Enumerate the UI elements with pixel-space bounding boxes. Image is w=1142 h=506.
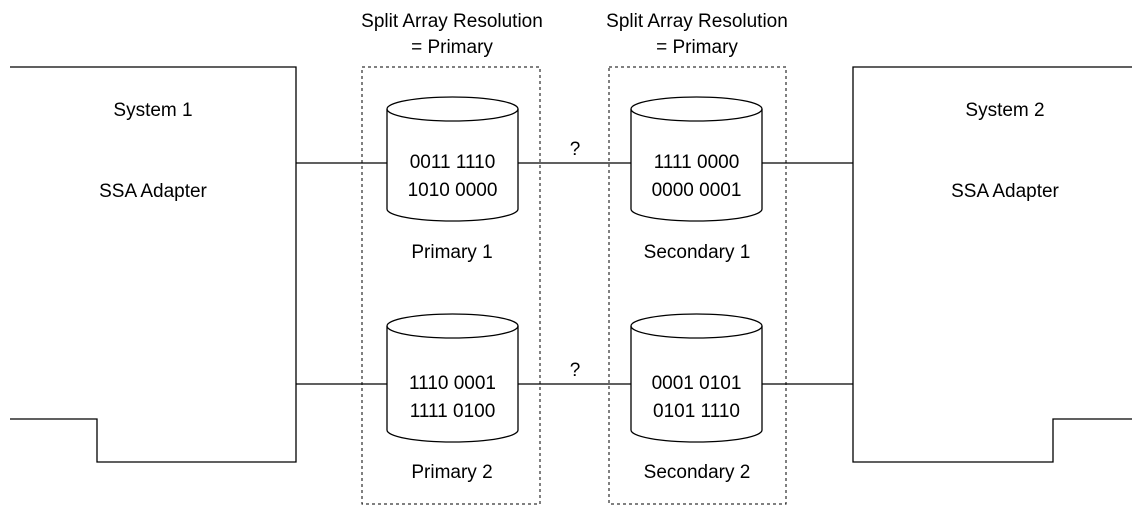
link-bottom-question-mark: ? [570,360,581,381]
secondary-group-box [608,66,787,505]
disk-secondary2-body [630,326,763,443]
secondary-group-label-line1: Split Array Resolution [606,11,788,32]
link-top-question-mark: ? [570,139,581,160]
system1-title: System 1 [113,100,192,121]
disk-primary1-name: Primary 1 [411,242,492,263]
disk-primary2-top [386,313,519,339]
primary-group-box [361,66,541,505]
primary-group-label-line1: Split Array Resolution [361,11,543,32]
system2-title: System 2 [965,100,1044,121]
disk-primary1-bits-line1: 0011 1110 [410,152,496,173]
disk-primary2: 1110 0001 1111 0100 [386,313,519,443]
disk-primary1-body [386,109,519,222]
disk-secondary1-top [630,96,763,122]
disk-secondary2-name: Secondary 2 [644,462,751,483]
disk-secondary2: 0001 0101 0101 1110 [630,313,763,443]
system1-adapter-label: SSA Adapter [99,181,207,202]
primary-group-label-line2: = Primary [411,37,493,58]
system2-box [852,66,1132,463]
disk-primary1-bits-line2: 1010 0000 [408,180,498,201]
disk-secondary1-bits-line1: 1111 0000 [654,152,740,173]
disk-secondary1: 1111 0000 0000 0001 [630,96,763,222]
disk-primary2-name: Primary 2 [411,462,492,483]
disk-secondary2-top [630,313,763,339]
disk-secondary1-bits-line2: 0000 0001 [652,180,742,201]
disk-primary1-top [386,96,519,122]
secondary-group-label-line2: = Primary [656,37,738,58]
disk-primary2-bits-line1: 1110 0001 [409,373,496,394]
disk-secondary2-bits-line2: 0101 1110 [653,401,740,422]
disk-secondary1-name: Secondary 1 [644,242,751,263]
disk-primary2-bits-line2: 1111 0100 [410,401,496,422]
system2-adapter-label: SSA Adapter [951,181,1059,202]
disk-primary2-body [386,326,519,443]
disk-secondary1-body [630,109,763,222]
system1-box [10,66,297,463]
disk-secondary2-bits-line1: 0001 0101 [652,373,742,394]
disk-primary1: 0011 1110 1010 0000 [386,96,519,222]
